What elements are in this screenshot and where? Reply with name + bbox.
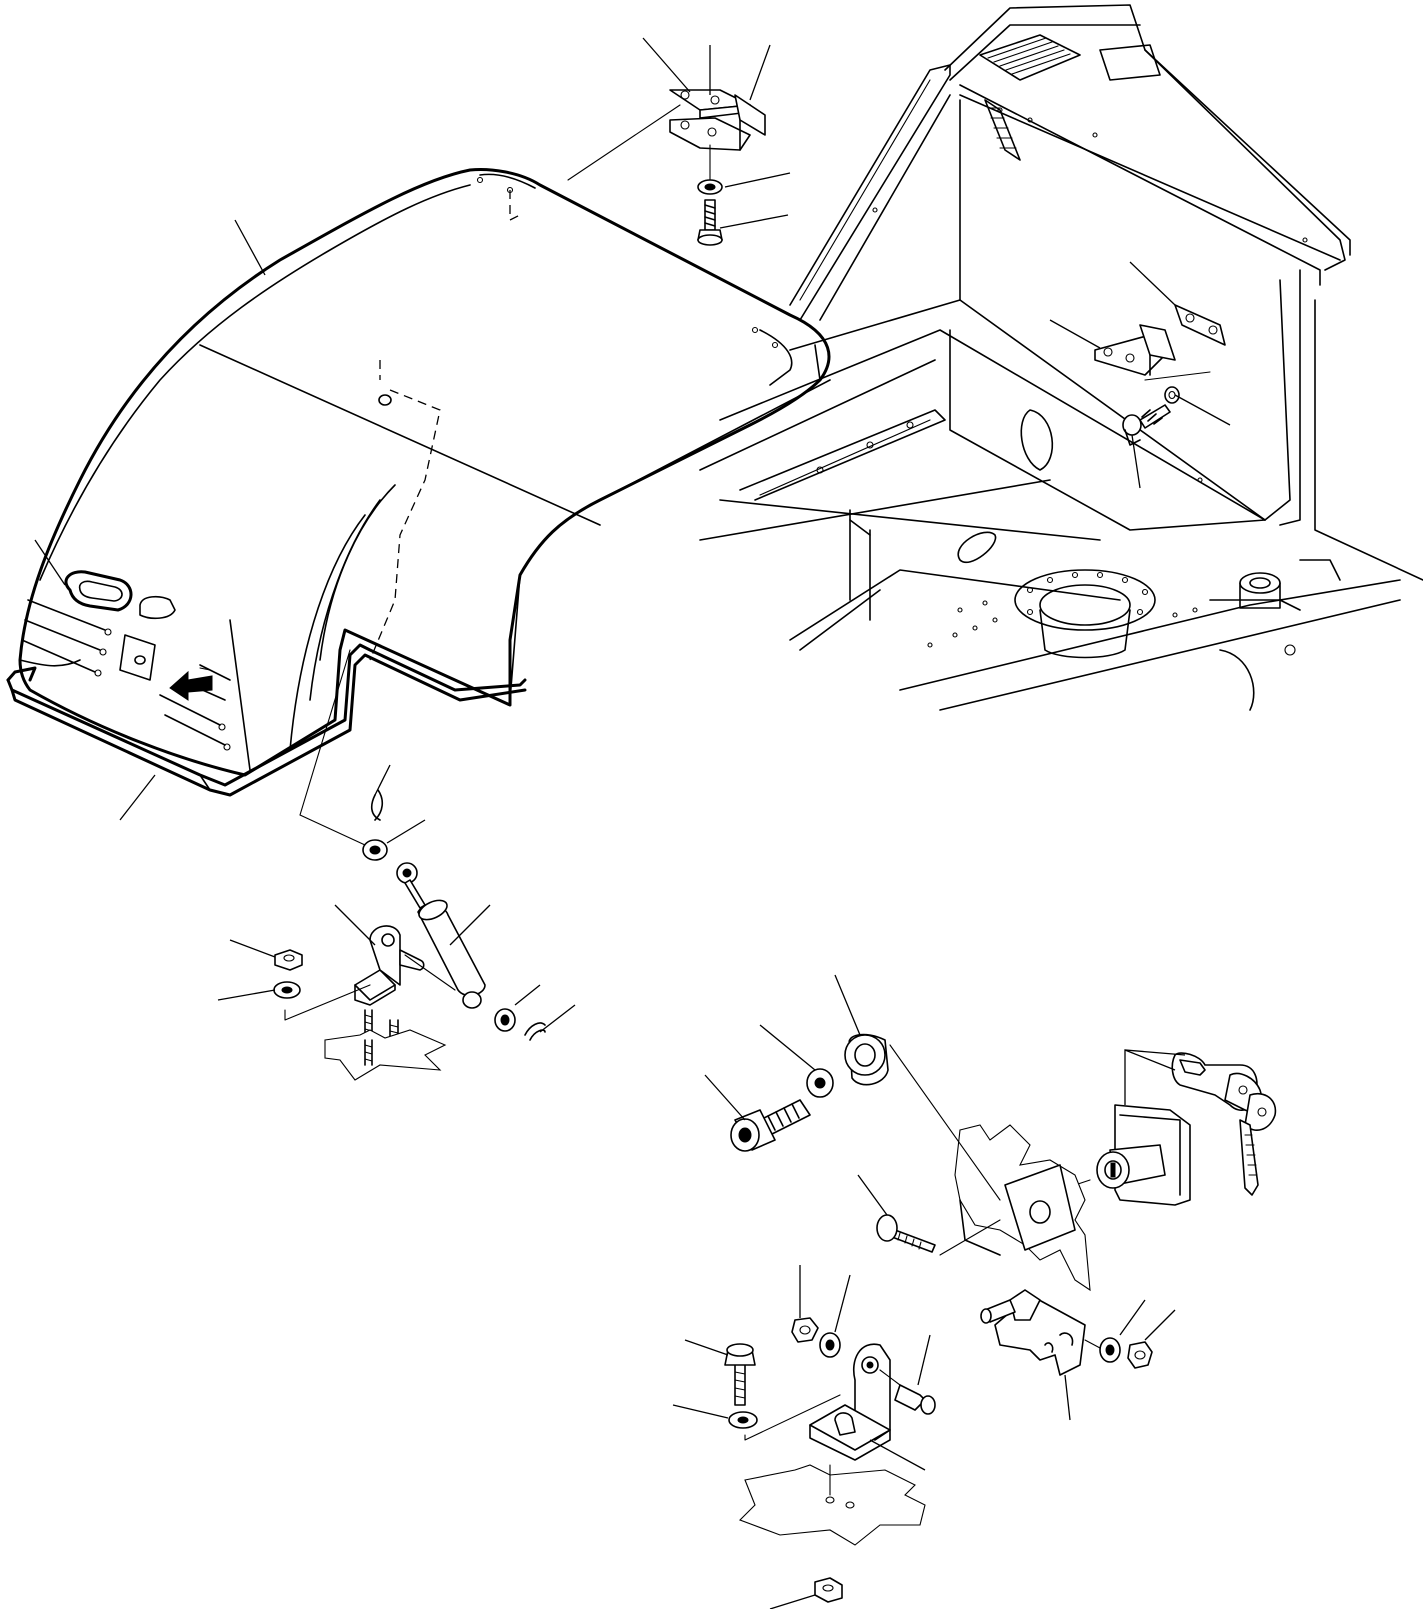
- gas-spring-damper: [299, 649, 576, 1041]
- key-pair: [1171, 1052, 1277, 1196]
- gasket-leader: [119, 774, 156, 821]
- hood-leader: [234, 219, 266, 276]
- roof-vent-grille: [987, 37, 1071, 75]
- handle-leader: [34, 539, 66, 586]
- lock-mounting-plate: [954, 1124, 1091, 1292]
- hood-front-grooves: [21, 599, 231, 751]
- swing-circle-ring: [1014, 569, 1156, 659]
- hood-lock-handle: [64, 570, 213, 701]
- upper-hinge-leaders: [567, 37, 791, 229]
- frame-hinge-leaders: [1049, 261, 1231, 489]
- lock-cylinder-with-keys: [1044, 1049, 1277, 1206]
- latch-catch: [980, 1289, 1176, 1421]
- striker-bracket: [672, 1265, 936, 1610]
- engine-hood-cover: [18, 168, 831, 777]
- frame-hinge: [1094, 304, 1226, 446]
- upper-hinge: [669, 89, 766, 246]
- upper-frame-structure: [699, 4, 1423, 711]
- hood-seal-gasket: [6, 643, 527, 797]
- brace-rib-hatching: [987, 107, 1017, 149]
- rubber-bumper: [704, 974, 1001, 1256]
- damper-bracket: [217, 904, 456, 1081]
